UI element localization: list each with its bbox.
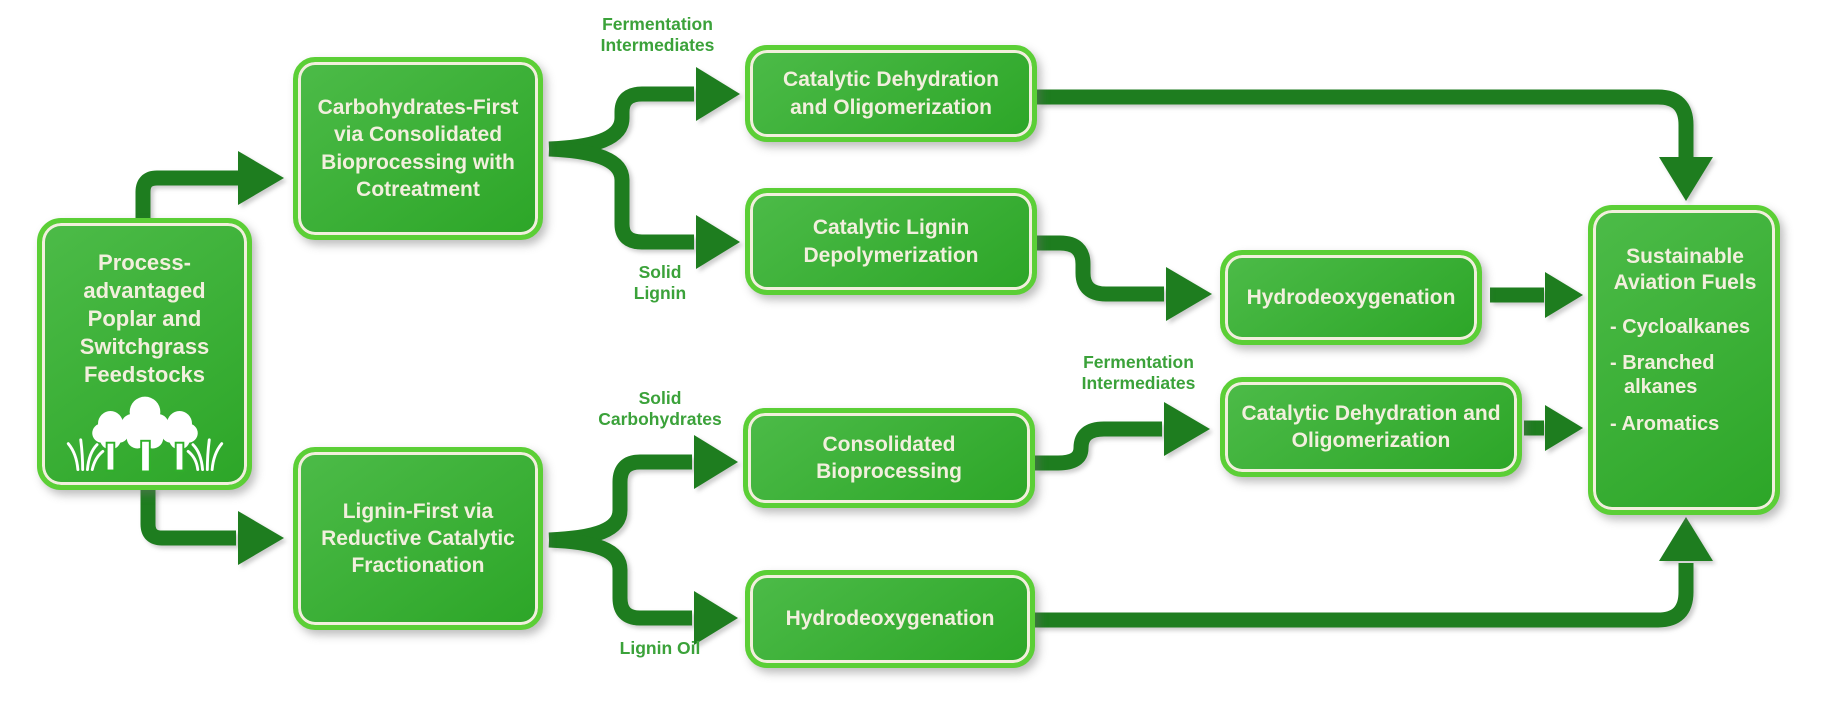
edge-label-solid-lignin: Solid Lignin	[633, 262, 687, 303]
arrow-carbohydrates-first-to-catalytic-dehydration-top	[548, 67, 740, 157]
node-catalytic-dehydration-top: Catalytic Dehydration and Oligomerizatio…	[745, 45, 1037, 142]
node-hydrodeoxygenation-bottom: Hydrodeoxygenation	[745, 570, 1035, 668]
node-sustainable-aviation-fuels: Sustainable Aviation Fuels - Cycloalkane…	[1588, 205, 1780, 515]
node-catalytic-lignin-depolymerization: Catalytic Lignin Depolymerization	[745, 188, 1037, 295]
node-carbohydrates-first-label: Carbohydrates-First via Consolidated Bio…	[317, 95, 519, 201]
arrow-catalytic-dehydration-bottom-to-sustainable-aviation-fuels	[1524, 405, 1583, 451]
saf-item-cycloalkanes: - Cycloalkanes	[1610, 315, 1751, 338]
arrow-lignin-first-to-consolidated-bioprocessing	[548, 435, 738, 548]
edge-label-fermentation-intermediates-bottom: Fermentation Intermediates	[1081, 352, 1196, 393]
trees-and-grass-icon	[66, 396, 223, 473]
node-feedstocks-label: Process-advantaged Poplar and Switchgras…	[79, 250, 210, 387]
edge-label-fermentation-intermediates-top: Fermentation Intermediates	[600, 14, 715, 55]
node-catalytic-dehydration-bottom-label: Catalytic Dehydration and Oligomerizatio…	[1241, 401, 1501, 452]
node-catalytic-lignin-depolymerization-label: Catalytic Lignin Depolymerization	[803, 216, 979, 267]
node-consolidated-bioprocessing: Consolidated Bioprocessing	[743, 408, 1035, 508]
arrow-catalytic-lignin-depolymerization-to-hydrodeoxygenation-mid	[1037, 235, 1212, 321]
node-hydrodeoxygenation-mid: Hydrodeoxygenation	[1220, 250, 1482, 345]
edge-label-solid-carbohydrates: Solid Carbohydrates	[598, 388, 722, 429]
saf-item-branched-alkanes: - Branched alkanes	[1610, 351, 1715, 399]
saf-item-aromatics: - Aromatics	[1610, 412, 1720, 435]
node-lignin-first-label: Lignin-First via Reductive Catalytic Fra…	[321, 499, 515, 578]
arrow-feedstocks-to-lignin-first	[140, 487, 284, 565]
node-sustainable-aviation-fuels-title: Sustainable Aviation Fuels	[1613, 245, 1757, 295]
node-hydrodeoxygenation-mid-label: Hydrodeoxygenation	[1246, 285, 1456, 309]
node-feedstocks: Process-advantaged Poplar and Switchgras…	[37, 218, 252, 490]
edge-label-lignin-oil: Lignin Oil	[619, 638, 701, 658]
arrow-hydrodeoxygenation-mid-to-sustainable-aviation-fuels	[1490, 272, 1583, 318]
node-hydrodeoxygenation-bottom-label: Hydrodeoxygenation	[785, 607, 995, 631]
arrow-consolidated-bioprocessing-to-catalytic-dehydration-bottom	[1035, 402, 1210, 471]
arrow-lignin-first-to-hydrodeoxygenation-bottom	[548, 532, 738, 645]
arrow-hydrodeoxygenation-bottom-to-sustainable-aviation-fuels	[1035, 517, 1713, 628]
arrow-carbohydrates-first-to-catalytic-lignin-depolymerization	[548, 141, 740, 269]
node-catalytic-dehydration-top-label: Catalytic Dehydration and Oligomerizatio…	[783, 68, 999, 119]
node-carbohydrates-first: Carbohydrates-First via Consolidated Bio…	[293, 57, 543, 240]
node-catalytic-dehydration-bottom: Catalytic Dehydration and Oligomerizatio…	[1220, 377, 1522, 477]
node-consolidated-bioprocessing-label: Consolidated Bioprocessing	[816, 432, 962, 483]
arrow-catalytic-dehydration-top-to-sustainable-aviation-fuels	[1037, 89, 1713, 201]
arrow-feedstocks-to-carbohydrates-first	[135, 151, 284, 221]
node-lignin-first: Lignin-First via Reductive Catalytic Fra…	[293, 447, 543, 630]
